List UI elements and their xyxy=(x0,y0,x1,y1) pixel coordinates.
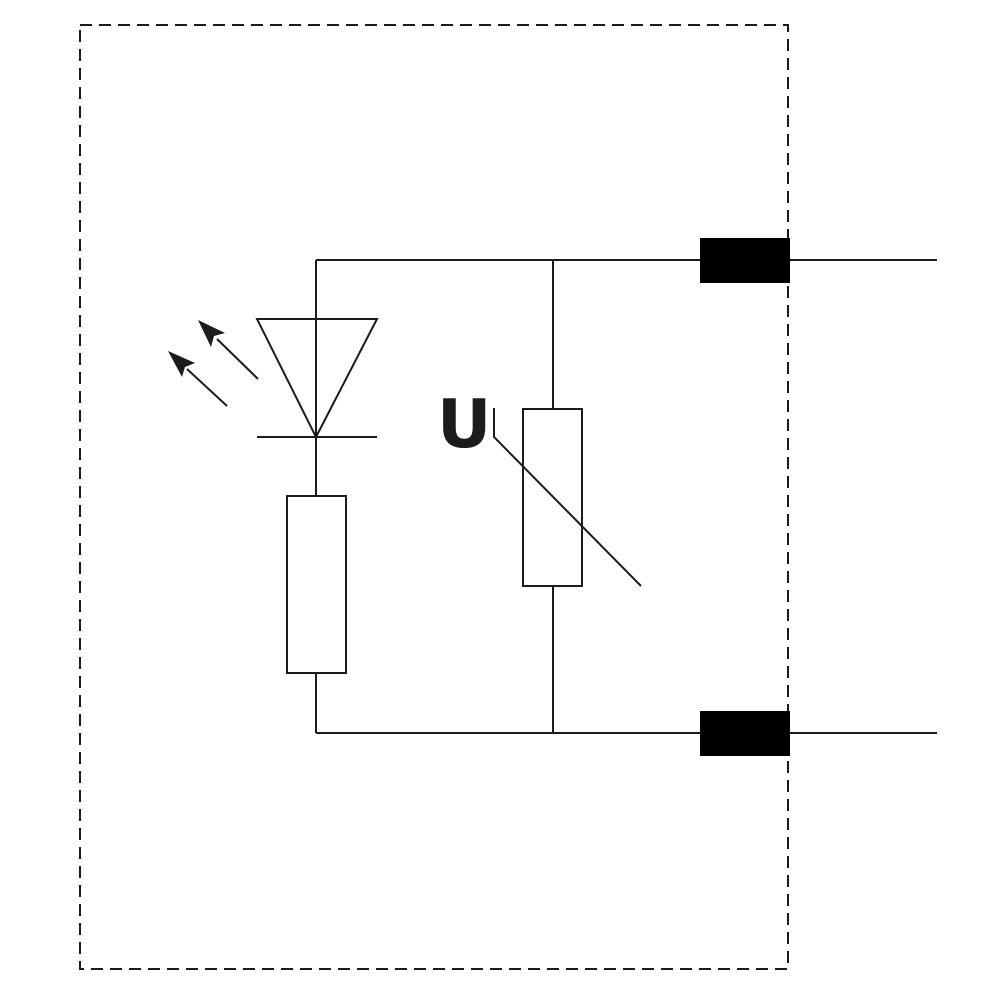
terminal-block-bottom xyxy=(700,711,790,756)
varistor-voltage-label: U xyxy=(437,385,491,463)
led-branch xyxy=(168,260,379,733)
emission-arrow-shaft-1 xyxy=(216,338,259,380)
led-icon xyxy=(168,318,379,440)
led-triangle xyxy=(255,318,379,440)
terminal-block-top xyxy=(700,238,790,283)
enclosure-boundary xyxy=(79,24,789,970)
resistor-icon xyxy=(286,495,347,674)
emission-arrowhead-1 xyxy=(198,320,225,347)
emission-arrowhead-2 xyxy=(168,351,195,377)
varistor-icon xyxy=(493,408,642,587)
varistor-branch: U xyxy=(437,260,642,733)
emission-arrow-shaft-2 xyxy=(186,368,228,407)
varistor-strike-line xyxy=(493,408,642,587)
light-emission-arrows-icon xyxy=(168,320,259,407)
